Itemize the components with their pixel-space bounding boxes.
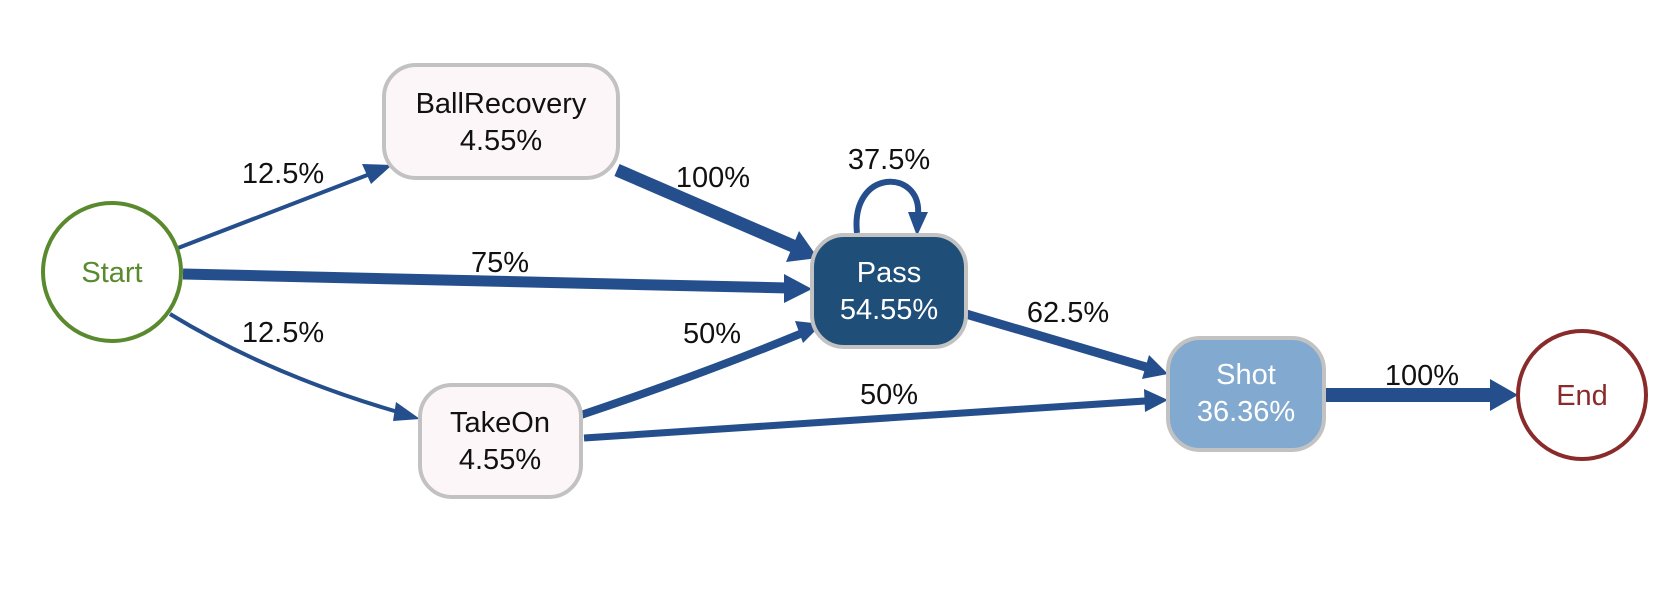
node-pass-shape — [810, 233, 968, 349]
edge-label-take-on-to-shot: 50% — [860, 379, 918, 411]
node-ball-recovery-label: BallRecovery — [416, 88, 587, 120]
edge-ball-recovery-to-pass — [614, 164, 818, 262]
node-end: End — [1516, 329, 1648, 461]
node-take-on-pct: 4.55% — [459, 444, 541, 476]
edge-label-start-to-pass: 75% — [471, 247, 529, 279]
arrowhead — [393, 402, 420, 421]
edge-label-pass-to-shot: 62.5% — [1027, 297, 1109, 329]
edge-label-start-to-take-on: 12.5% — [242, 317, 324, 349]
edge-label-shot-to-end: 100% — [1385, 360, 1459, 392]
edge-line — [583, 397, 1146, 442]
arrowhead — [784, 274, 812, 303]
edge-label-start-to-ball-recovery: 12.5% — [242, 158, 324, 190]
node-take-on: TakeOn 4.55% — [418, 383, 583, 499]
arrowhead — [362, 164, 392, 184]
edge-line — [182, 268, 789, 294]
node-pass-pct: 54.55% — [840, 294, 938, 326]
node-shot-pct: 36.36% — [1197, 396, 1295, 428]
node-end-shape — [1516, 329, 1648, 461]
edge-pass-self-loop — [853, 178, 928, 236]
node-shot-shape — [1166, 336, 1326, 452]
node-start: Start — [41, 201, 183, 343]
edge-start-to-ball-recovery — [177, 164, 392, 250]
node-ball-recovery-shape — [382, 63, 620, 180]
edge-label-ball-recovery-to-pass: 100% — [676, 162, 750, 194]
edge-line — [168, 312, 399, 414]
edge-line — [579, 330, 802, 419]
arrowhead — [786, 231, 818, 262]
edge-start-to-pass — [182, 268, 812, 303]
node-pass-label: Pass — [857, 257, 921, 289]
edge-pass-to-shot — [964, 309, 1168, 379]
edge-line — [614, 164, 796, 252]
edge-label-pass-self-loop: 37.5% — [848, 144, 930, 176]
node-start-label: Start — [81, 257, 142, 289]
node-shot-label: Shot — [1216, 359, 1276, 391]
node-take-on-label: TakeOn — [450, 407, 550, 439]
edge-take-on-to-shot — [583, 389, 1168, 442]
arrowhead — [1144, 389, 1168, 412]
edge-line — [853, 178, 922, 234]
node-ball-recovery: BallRecovery 4.55% — [382, 63, 620, 180]
arrowhead — [1142, 355, 1168, 379]
edge-line — [177, 172, 371, 250]
arrowhead — [1490, 379, 1518, 411]
edge-shot-to-end — [1324, 379, 1518, 411]
node-ball-recovery-pct: 4.55% — [460, 125, 542, 157]
edge-label-take-on-to-pass: 50% — [683, 318, 741, 350]
node-pass: Pass 54.55% — [810, 233, 968, 349]
node-start-shape — [41, 201, 183, 343]
node-end-label: End — [1556, 380, 1608, 412]
edge-start-to-take-on — [168, 312, 420, 421]
arrowhead — [908, 212, 928, 236]
node-shot: Shot 36.36% — [1166, 336, 1326, 452]
edge-line — [964, 309, 1148, 372]
node-take-on-shape — [418, 383, 583, 499]
